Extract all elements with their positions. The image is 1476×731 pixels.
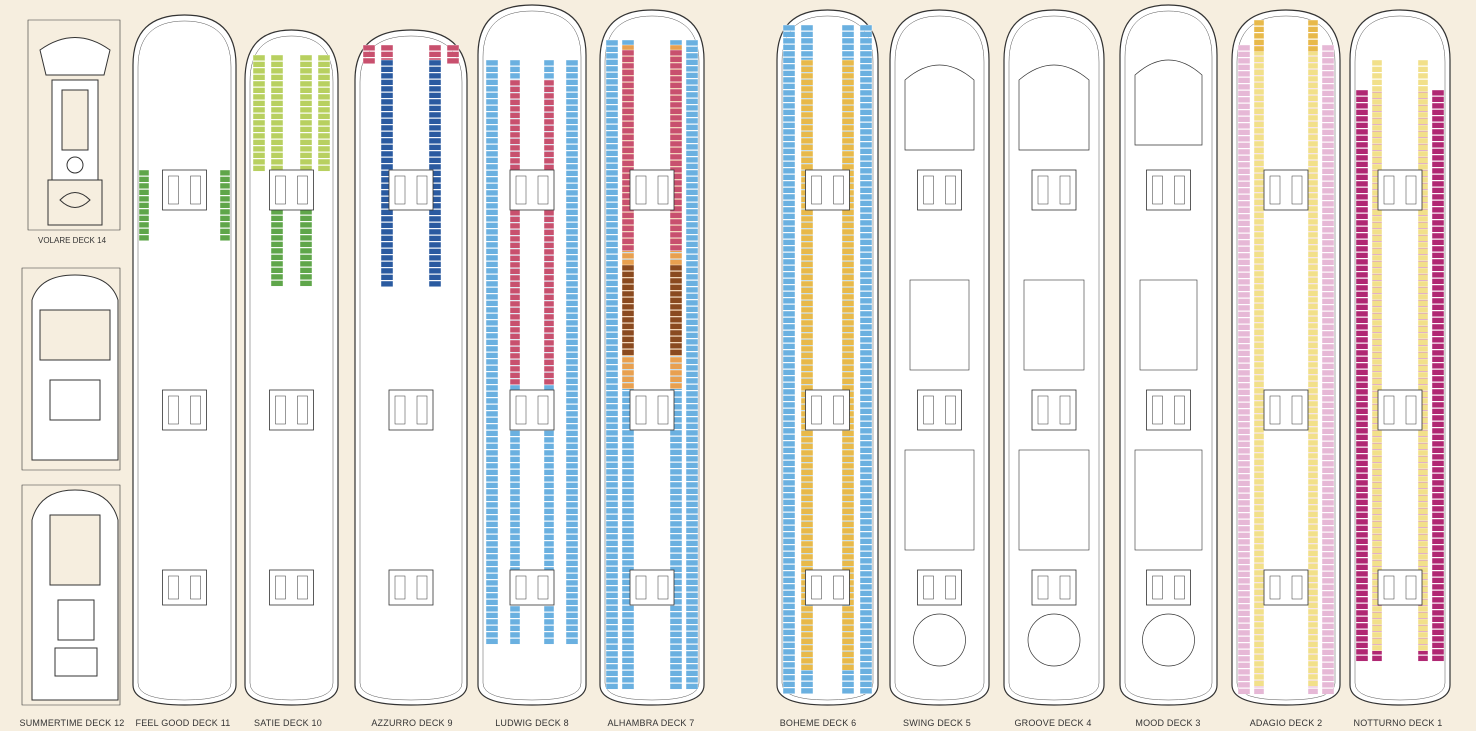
- stairwell: [269, 169, 314, 211]
- stairwell: [388, 569, 434, 606]
- stairwell: [1377, 389, 1423, 431]
- hull-outline: [1119, 4, 1218, 706]
- stairwell: [1263, 569, 1309, 606]
- stairwell: [388, 169, 434, 211]
- stairwell: [162, 389, 207, 431]
- stairwell: [509, 389, 555, 431]
- stairwell: [509, 569, 555, 606]
- stairwell: [917, 389, 962, 431]
- stairwell: [1031, 169, 1077, 211]
- deck-plan-d9[interactable]: [354, 29, 468, 706]
- stairwell: [629, 169, 675, 211]
- deck-hulls: [132, 4, 1451, 706]
- stairwell: [629, 389, 675, 431]
- deck-label-ludwig: LUDWIG DECK 8: [495, 718, 569, 728]
- stairwell: [917, 569, 962, 606]
- stairwell: [1377, 169, 1423, 211]
- stairwell: [162, 569, 207, 606]
- stairwell: [1146, 569, 1191, 606]
- stairwell: [269, 389, 314, 431]
- stairwell: [162, 169, 207, 211]
- deck-plan-d5[interactable]: [889, 9, 990, 706]
- deck-plan-d6[interactable]: [776, 9, 879, 706]
- deck-plan-d4[interactable]: [1003, 9, 1105, 706]
- hull-outline: [477, 4, 587, 706]
- hull-outline: [1003, 9, 1105, 706]
- deck-plan-d1[interactable]: [1349, 9, 1451, 706]
- deck-label-summertime: SUMMERTIME DECK 12: [19, 718, 125, 728]
- stairwell: [388, 389, 434, 431]
- deck-plan-d2[interactable]: [1231, 9, 1341, 706]
- hull-outline: [244, 29, 339, 706]
- hull-outline: [132, 14, 237, 706]
- stairwell: [1146, 389, 1191, 431]
- deck-label-adagio: ADAGIO DECK 2: [1249, 718, 1323, 728]
- deck-label-mood: MOOD DECK 3: [1135, 718, 1201, 728]
- deck-label-satie: SATIE DECK 10: [254, 718, 322, 728]
- stairwell: [1263, 389, 1309, 431]
- deck-plan-d3[interactable]: [1119, 4, 1218, 706]
- deck-label-groove: GROOVE DECK 4: [1014, 718, 1092, 728]
- deck-plan-d10[interactable]: [244, 29, 339, 706]
- stairwell: [509, 169, 555, 211]
- deck-14-plan[interactable]: [27, 19, 121, 231]
- hull-outline: [889, 9, 990, 706]
- stairwell: [805, 569, 850, 606]
- stairwell: [1263, 169, 1309, 211]
- stairwell: [1146, 169, 1191, 211]
- deck-label-notturno: NOTTURNO DECK 1: [1353, 718, 1443, 728]
- stairwell: [805, 389, 850, 431]
- deck-plan-d7[interactable]: [599, 9, 705, 706]
- deck-label-volare: VOLARE DECK 14: [37, 236, 107, 245]
- deck-label-alhambra: ALHAMBRA DECK 7: [607, 718, 695, 728]
- stairwell: [269, 569, 314, 606]
- deck-label-boheme: BOHEME DECK 6: [779, 718, 857, 728]
- stairwell: [917, 169, 962, 211]
- stairwell: [1031, 569, 1077, 606]
- stairwell: [1031, 389, 1077, 431]
- stairwell: [629, 569, 675, 606]
- deck-plan-d8[interactable]: [477, 4, 587, 706]
- deck-label-swing: SWING DECK 5: [903, 718, 971, 728]
- stairwell: [1377, 569, 1423, 606]
- deck-label-feelgood: FEEL GOOD DECK 11: [135, 718, 231, 728]
- deck-plan-d11[interactable]: [132, 14, 237, 706]
- deck-label-azzurro: AZZURRO DECK 9: [371, 718, 453, 728]
- stairwell: [805, 169, 850, 211]
- deck-12-plan[interactable]: [21, 267, 121, 706]
